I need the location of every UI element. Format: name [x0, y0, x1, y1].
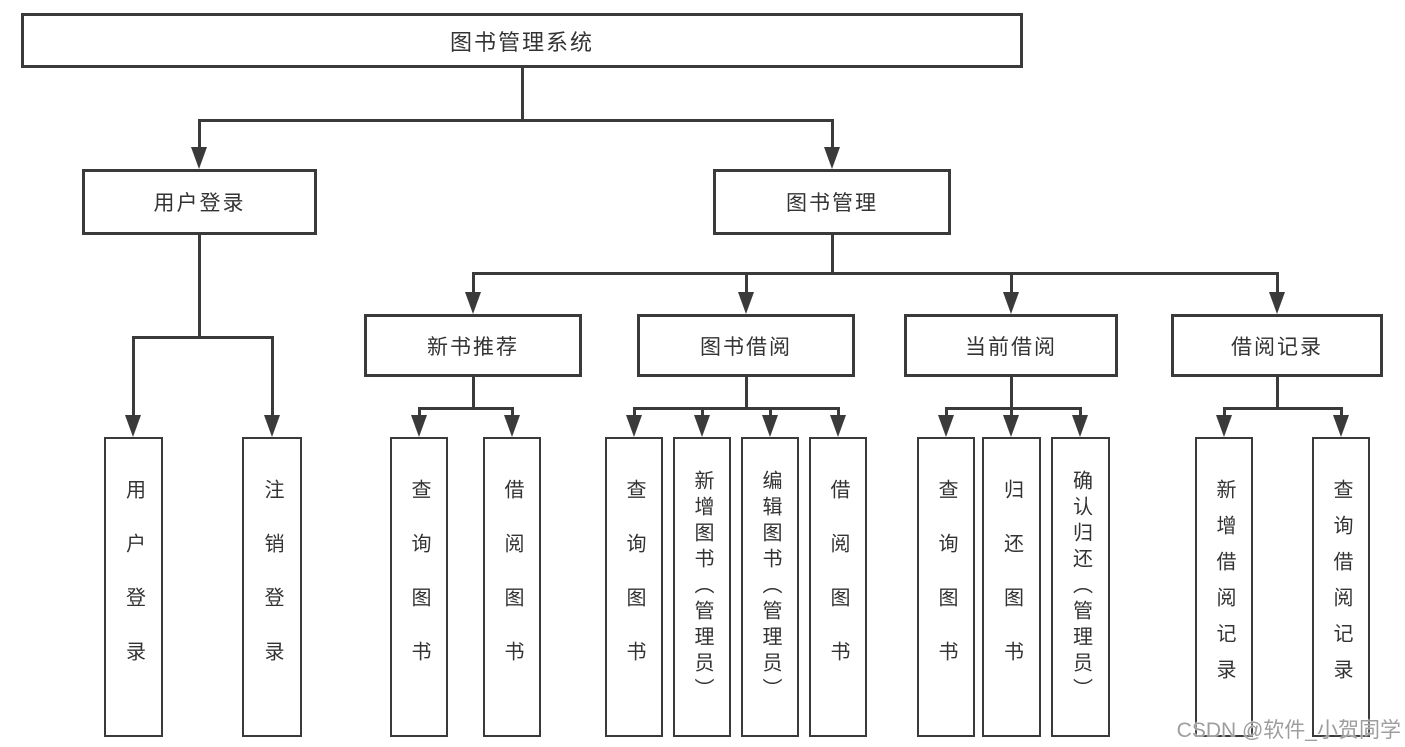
leaf-confirm-return-admin: 确认归还（管理员） — [1051, 437, 1110, 737]
connector-drop — [836, 407, 840, 415]
connector-drop — [1222, 407, 1226, 415]
leaf-label: 查询图书 — [408, 479, 430, 695]
connector-stem — [1009, 377, 1013, 410]
arrow-down-icon — [626, 415, 642, 437]
connector-drop — [944, 407, 948, 415]
csdn-watermark: CSDN @软件_小贺同学 — [1176, 719, 1401, 742]
leaf-add-books-admin: 新增图书（管理员） — [673, 437, 731, 737]
connector-drop — [417, 407, 421, 415]
connector-stem — [744, 377, 748, 410]
connector-drop — [471, 272, 475, 292]
leaf-query-borrow-record: 查询借阅记录 — [1312, 437, 1370, 737]
arrow-down-icon — [938, 415, 954, 437]
leaf-label: 查询图书 — [935, 479, 957, 695]
connector-bus — [417, 407, 514, 410]
connector-bus — [131, 336, 274, 339]
arrow-down-icon — [1003, 292, 1019, 314]
arrow-down-icon — [694, 415, 710, 437]
leaf-label: 借阅图书 — [501, 479, 523, 695]
arrow-down-icon — [191, 147, 207, 169]
connector-drop — [1339, 407, 1343, 415]
leaf-add-borrow-record: 新增借阅记录 — [1195, 437, 1253, 737]
connector-drop — [744, 272, 748, 292]
connector-bus — [632, 407, 840, 410]
leaf-edit-books-admin: 编辑图书（管理员） — [741, 437, 799, 737]
connector-stem — [520, 68, 524, 122]
connector-bus — [471, 272, 1279, 275]
arrow-down-icon — [824, 147, 840, 169]
arrow-down-icon — [1072, 415, 1088, 437]
leaf-label: 编辑图书（管理员） — [759, 470, 781, 704]
leaf-label: 借阅图书 — [827, 479, 849, 695]
connector-stem — [197, 235, 201, 339]
leaf-logout: 注销登录 — [242, 437, 302, 737]
node-label: 图书借阅 — [700, 335, 792, 359]
node-label: 借阅记录 — [1231, 335, 1323, 359]
arrow-down-icon — [762, 415, 778, 437]
node-current-borrowing: 当前借阅 — [904, 314, 1118, 377]
connector-stem — [1275, 377, 1279, 410]
arrow-down-icon — [465, 292, 481, 314]
connector-stem — [830, 235, 834, 275]
connector-drop — [1009, 272, 1013, 292]
arrow-down-icon — [1333, 415, 1349, 437]
leaf-user-login: 用户登录 — [104, 437, 163, 737]
connector-bus — [944, 407, 1082, 410]
arrow-down-icon — [1269, 292, 1285, 314]
connector-drop — [768, 407, 772, 415]
connector-drop — [830, 119, 834, 147]
node-book-management: 图书管理 — [713, 169, 951, 235]
node-library-management-system: 图书管理系统 — [21, 13, 1023, 68]
node-label: 图书管理 — [786, 192, 878, 215]
leaf-label: 用户登录 — [122, 479, 145, 695]
arrow-down-icon — [1216, 415, 1232, 437]
arrow-down-icon — [738, 292, 754, 314]
leaf-label: 新增借阅记录 — [1213, 479, 1235, 695]
leaf-label: 查询借阅记录 — [1330, 479, 1352, 695]
connector-stem — [471, 377, 475, 410]
leaf-label: 查询图书 — [623, 479, 645, 695]
connector-drop — [632, 407, 636, 415]
connector-drop — [270, 336, 274, 415]
leaf-label: 注销登录 — [261, 479, 283, 695]
connector-drop — [197, 119, 201, 147]
connector-bus — [197, 119, 834, 122]
connector-bus — [1222, 407, 1343, 410]
leaf-label: 归还图书 — [1000, 479, 1023, 695]
arrow-down-icon — [830, 415, 846, 437]
connector-drop — [1275, 272, 1279, 292]
arrow-down-icon — [411, 415, 427, 437]
leaf-query-books-newbooks: 查询图书 — [390, 437, 448, 737]
arrow-down-icon — [1003, 415, 1019, 437]
node-label: 当前借阅 — [965, 335, 1057, 359]
leaf-query-books-borrow: 查询图书 — [605, 437, 663, 737]
leaf-return-books: 归还图书 — [982, 437, 1041, 737]
node-book-borrowing: 图书借阅 — [637, 314, 855, 377]
node-label: 新书推荐 — [427, 335, 519, 359]
connector-drop — [1009, 407, 1013, 415]
node-borrowing-records: 借阅记录 — [1171, 314, 1383, 377]
node-label: 用户登录 — [153, 192, 246, 215]
connector-drop — [1078, 407, 1082, 415]
leaf-borrow-books: 借阅图书 — [809, 437, 867, 737]
node-new-book-recommendation: 新书推荐 — [364, 314, 582, 377]
connector-drop — [131, 336, 135, 415]
node-label: 图书管理系统 — [449, 29, 594, 55]
leaf-label: 确认归还（管理员） — [1069, 470, 1092, 704]
leaf-label: 新增图书（管理员） — [691, 470, 713, 704]
leaf-borrow-books-newbooks: 借阅图书 — [483, 437, 541, 737]
node-user-login: 用户登录 — [82, 169, 317, 235]
arrow-down-icon — [504, 415, 520, 437]
connector-drop — [510, 407, 514, 415]
arrow-down-icon — [264, 415, 280, 437]
connector-drop — [700, 407, 704, 415]
arrow-down-icon — [125, 415, 141, 437]
leaf-query-books-current: 查询图书 — [917, 437, 975, 737]
